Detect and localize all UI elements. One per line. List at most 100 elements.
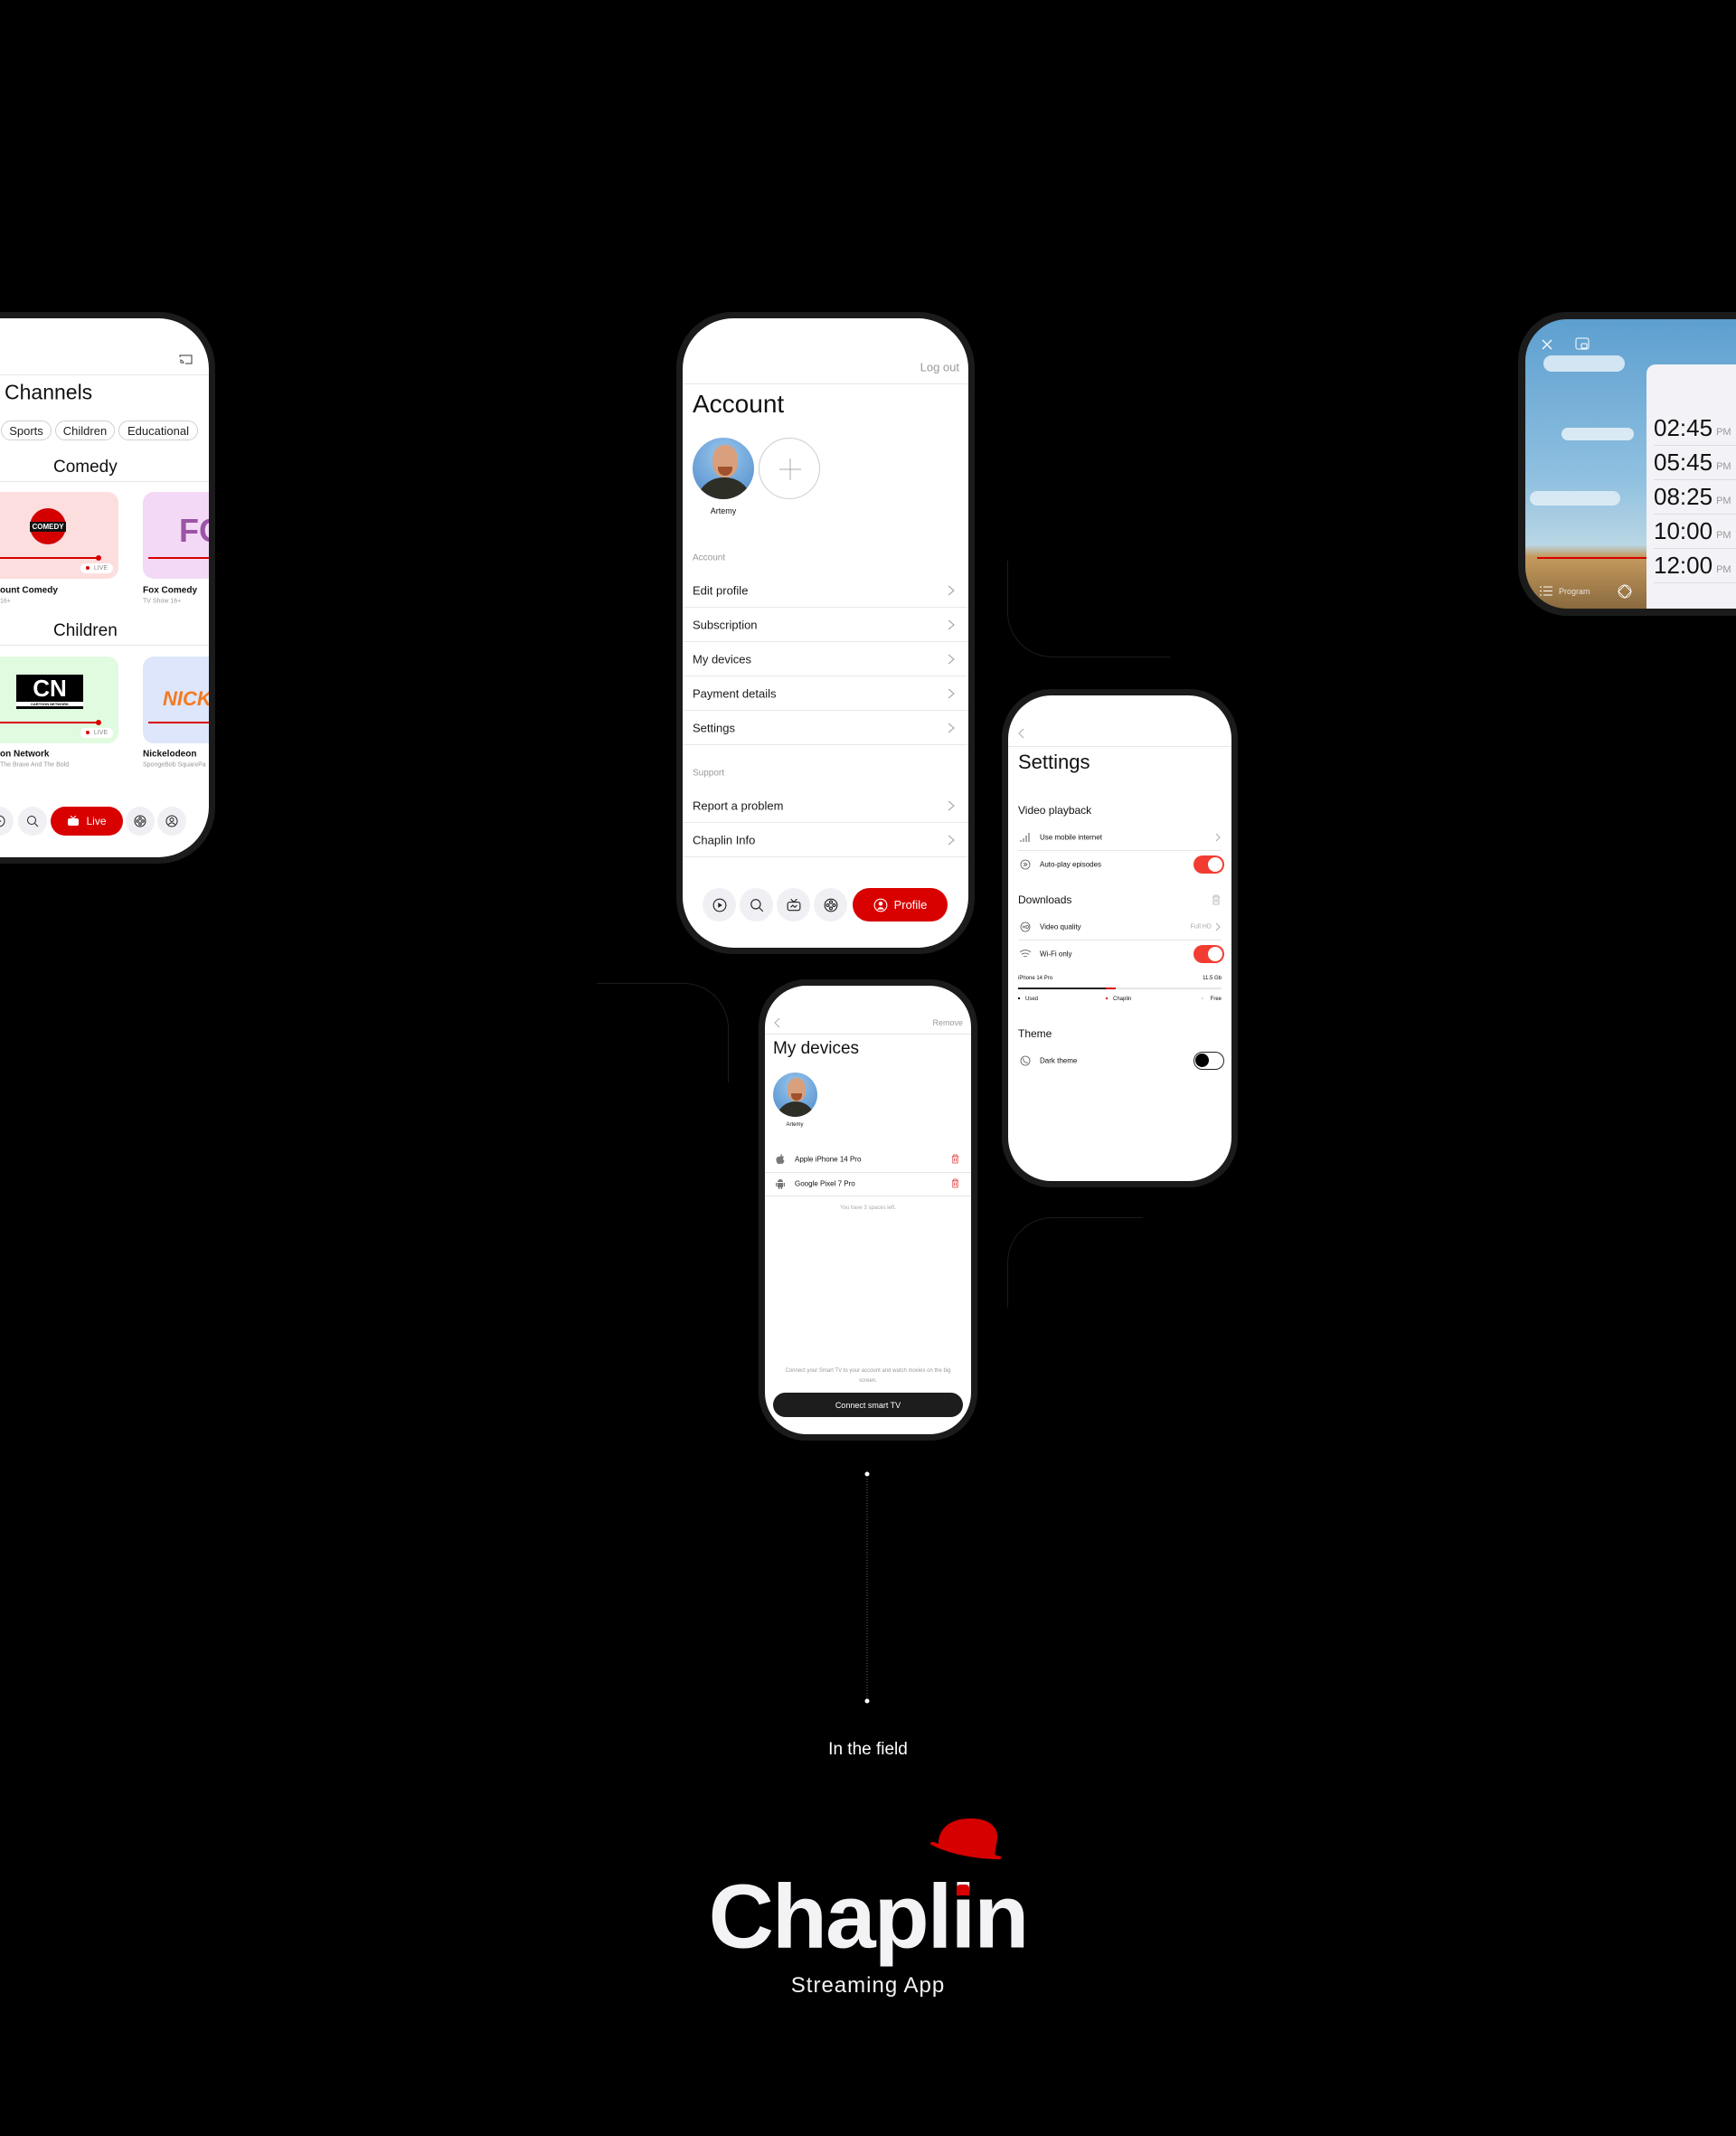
avatar[interactable] xyxy=(693,438,754,499)
chevron-right-icon xyxy=(948,835,955,845)
trash-icon[interactable] xyxy=(951,1178,959,1188)
setting-label: Use mobile internet xyxy=(1040,833,1102,842)
nav-live[interactable]: Live xyxy=(51,807,123,836)
nickelodeon-logo: NICKE xyxy=(163,687,209,710)
chevron-right-icon xyxy=(948,585,955,595)
chevron-right-icon xyxy=(948,619,955,629)
remove-button[interactable]: Remove xyxy=(932,1018,963,1027)
avatar[interactable] xyxy=(773,1073,817,1117)
nav-search[interactable] xyxy=(18,807,47,836)
page-title: Settings xyxy=(1018,751,1090,773)
menu-item-label: Payment details xyxy=(693,686,777,700)
user-icon xyxy=(873,898,887,912)
chip-educational[interactable]: Educational xyxy=(118,421,198,440)
setting-label: Dark theme xyxy=(1040,1056,1078,1065)
logo-i-accent xyxy=(957,1885,969,1895)
menu-item-report[interactable]: Report a problem xyxy=(683,789,968,823)
device-name: Apple iPhone 14 Pro xyxy=(795,1155,862,1164)
program-label[interactable]: Program xyxy=(1559,587,1590,596)
caption: In the field xyxy=(828,1740,908,1759)
menu-item-payment-details[interactable]: Payment details xyxy=(683,676,968,711)
nav-play[interactable] xyxy=(0,807,14,836)
channel-sub: TV Show 16+ xyxy=(143,598,182,605)
play-icon xyxy=(712,898,726,912)
nav-live[interactable] xyxy=(777,888,810,922)
chip-sports[interactable]: Sports xyxy=(1,421,52,440)
cast-icon[interactable] xyxy=(179,354,193,364)
android-icon xyxy=(776,1179,785,1189)
channel-card[interactable]: NICKE xyxy=(143,657,209,743)
page-title: My devices xyxy=(773,1039,860,1058)
playback-progress[interactable] xyxy=(1537,557,1646,559)
schedule-period: PM xyxy=(1716,563,1731,575)
trash-icon[interactable] xyxy=(951,1154,959,1164)
menu-item-my-devices[interactable]: My devices xyxy=(683,642,968,676)
nav-profile[interactable]: Profile xyxy=(853,888,948,922)
connect-smart-tv-button[interactable]: Connect smart TV xyxy=(773,1393,963,1417)
picture-in-picture-icon[interactable] xyxy=(1575,337,1590,350)
chip-children[interactable]: Children xyxy=(55,421,115,440)
section-title: Theme xyxy=(1018,1027,1052,1040)
nav-movies[interactable] xyxy=(126,807,155,836)
chevron-right-icon xyxy=(948,723,955,732)
app-logo: Chaplin xyxy=(708,1866,1030,1968)
menu-item-label: My devices xyxy=(693,652,752,666)
trash-icon[interactable] xyxy=(1212,894,1221,905)
schedule-time: 05:45 xyxy=(1654,449,1713,476)
page-title: Channels xyxy=(5,380,93,404)
dark-theme-toggle[interactable] xyxy=(1194,1052,1224,1070)
list-icon[interactable] xyxy=(1540,586,1552,596)
menu-item-edit-profile[interactable]: Edit profile xyxy=(683,573,968,608)
apple-icon xyxy=(776,1154,785,1165)
menu-item-subscription[interactable]: Subscription xyxy=(683,608,968,642)
menu-item-chaplin-info[interactable]: Chaplin Info xyxy=(683,823,968,857)
dotted-connector xyxy=(864,1471,870,1704)
storage-used xyxy=(1018,988,1106,989)
channel-card[interactable]: COMEDY LIVE xyxy=(0,492,118,579)
close-icon[interactable] xyxy=(1542,339,1552,350)
autoplay-toggle[interactable] xyxy=(1194,855,1224,874)
setting-label: Wi-Fi only xyxy=(1040,950,1072,959)
back-chevron-icon[interactable] xyxy=(774,1017,780,1028)
nav-search[interactable] xyxy=(740,888,773,922)
section-title: Video playback xyxy=(1018,804,1092,817)
progress-bar xyxy=(0,557,99,559)
section-title: Children xyxy=(53,621,118,640)
video-quality-value[interactable]: Full HD xyxy=(1190,923,1212,931)
channel-card[interactable]: CN CARTOON NETWORK LIVE xyxy=(0,657,118,743)
account-phone: Log out Account Artemy Account Edit prof… xyxy=(676,312,975,954)
add-profile-button[interactable] xyxy=(759,438,820,499)
back-chevron-icon[interactable] xyxy=(1018,728,1024,739)
legend-chaplin: Chaplin xyxy=(1106,997,1131,1002)
user-icon xyxy=(165,815,178,827)
nav-play[interactable] xyxy=(703,888,736,922)
wifi-only-toggle[interactable] xyxy=(1194,945,1224,963)
device-name: Google Pixel 7 Pro xyxy=(795,1179,855,1188)
hd-icon xyxy=(1020,922,1031,932)
rotate-icon[interactable] xyxy=(1618,584,1632,599)
storage-bar xyxy=(1018,988,1222,989)
paramount-comedy-logo: COMEDY xyxy=(30,508,66,544)
menu-item-settings[interactable]: Settings xyxy=(683,711,968,745)
nav-profile[interactable] xyxy=(157,807,186,836)
wifi-icon xyxy=(1019,950,1032,958)
signal-icon xyxy=(1020,833,1030,842)
channel-card[interactable]: FO xyxy=(143,492,209,579)
nav-movies[interactable] xyxy=(814,888,847,922)
logout-button[interactable]: Log out xyxy=(920,360,959,374)
plus-icon xyxy=(779,458,801,480)
chevron-right-icon[interactable] xyxy=(1215,922,1221,931)
settings-phone: Settings Video playback Use mobile inter… xyxy=(1002,689,1238,1187)
tv-icon xyxy=(787,898,800,911)
storage-total: 11.5 Gb xyxy=(1203,976,1222,981)
section-title: Comedy xyxy=(53,458,118,477)
live-badge: LIVE xyxy=(80,728,113,738)
autoplay-icon xyxy=(1020,859,1031,870)
chevron-right-icon[interactable] xyxy=(1215,833,1221,842)
